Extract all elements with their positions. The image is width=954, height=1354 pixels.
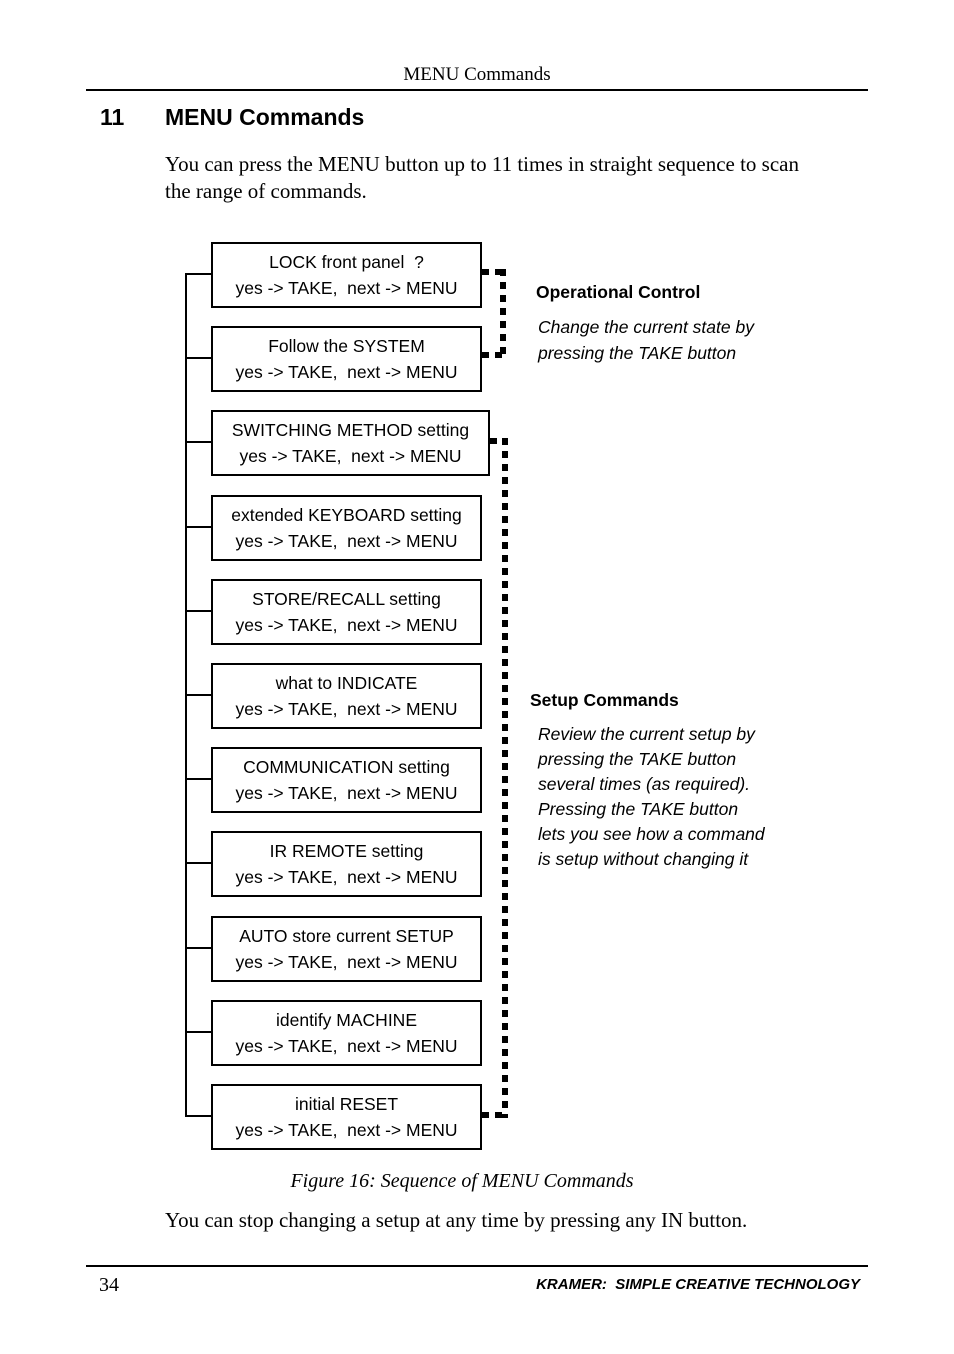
operational-control-note: Change the current state by pressing the…: [538, 317, 754, 363]
menu-box-subtitle: yes -> TAKE, next -> MENU: [235, 1036, 458, 1056]
menu-box-title: extended KEYBOARD setting: [231, 505, 462, 525]
left-connector-stub: [185, 778, 211, 780]
header-rule: [86, 89, 868, 91]
menu-box-subtitle: yes -> TAKE, next -> MENU: [239, 446, 462, 466]
menu-box-extended-keyboard: extended KEYBOARD setting yes -> TAKE, n…: [211, 495, 482, 561]
left-connector-stub: [185, 947, 211, 949]
left-connector-stub: [185, 1115, 211, 1117]
left-connector-stub: [185, 357, 211, 359]
menu-box-title: IR REMOTE setting: [269, 841, 424, 861]
left-connector-stub: [185, 610, 211, 612]
menu-box-title: AUTO store current SETUP: [239, 926, 454, 946]
menu-box-title: initial RESET: [294, 1094, 399, 1114]
running-head: MENU Commands: [403, 64, 551, 85]
left-connector-stub: [185, 694, 211, 696]
menu-box-title: LOCK front panel ?: [269, 252, 424, 272]
setup-commands-heading: Setup Commands: [530, 690, 679, 710]
menu-box-title: COMMUNICATION setting: [243, 757, 450, 777]
menu-box-ir-remote: IR REMOTE setting yes -> TAKE, next -> M…: [211, 831, 482, 897]
menu-box-subtitle: yes -> TAKE, next -> MENU: [235, 531, 458, 551]
menu-box-title: identify MACHINE: [275, 1010, 417, 1030]
menu-box-title: Follow the SYSTEM: [268, 336, 425, 356]
section-number: 11: [100, 104, 125, 130]
menu-box-subtitle: yes -> TAKE, next -> MENU: [235, 952, 458, 972]
menu-box-communication: COMMUNICATION setting yes -> TAKE, next …: [211, 747, 482, 813]
left-connector-stub: [185, 862, 211, 864]
left-connector-stub: [185, 526, 211, 528]
setup-bracket-bottom-stub: [482, 1112, 508, 1118]
setup-bracket-line: [502, 438, 508, 1118]
footer-brand: KRAMER: SIMPLE CREATIVE TECHNOLOGY: [536, 1276, 860, 1293]
menu-box-title: SWITCHING METHOD setting: [231, 420, 470, 440]
operational-bracket-top-stub: [482, 269, 507, 275]
intro-paragraph: You can press the MENU button up to 11 t…: [165, 152, 799, 203]
outro-paragraph: You can stop changing a setup at any tim…: [165, 1208, 748, 1232]
menu-box-identify-machine: identify MACHINE yes -> TAKE, next -> ME…: [211, 1000, 482, 1066]
setup-commands-note: Review the current setup by pressing the…: [538, 724, 765, 869]
menu-box-what-to-indicate: what to INDICATE yes -> TAKE, next -> ME…: [211, 663, 482, 729]
operational-bracket-bottom-stub: [482, 352, 507, 358]
menu-box-subtitle: yes -> TAKE, next -> MENU: [235, 362, 458, 382]
section-title: MENU Commands: [165, 104, 365, 130]
menu-box-auto-store-setup: AUTO store current SETUP yes -> TAKE, ne…: [211, 916, 482, 982]
operational-bracket-line: [500, 269, 506, 358]
menu-box-subtitle: yes -> TAKE, next -> MENU: [235, 1120, 458, 1140]
menu-box-follow-system: Follow the SYSTEM yes -> TAKE, next -> M…: [211, 326, 482, 392]
menu-box-store-recall: STORE/RECALL setting yes -> TAKE, next -…: [211, 579, 482, 645]
operational-control-heading: Operational Control: [536, 282, 701, 302]
figure-caption: Figure 16: Sequence of MENU Commands: [290, 1170, 634, 1192]
menu-box-subtitle: yes -> TAKE, next -> MENU: [235, 783, 458, 803]
menu-box-subtitle: yes -> TAKE, next -> MENU: [235, 867, 458, 887]
menu-box-lock-front-panel: LOCK front panel ? yes -> TAKE, next -> …: [211, 242, 482, 308]
menu-box-title: what to INDICATE: [275, 673, 418, 693]
menu-box-title: STORE/RECALL setting: [252, 589, 441, 609]
left-connector-stub: [185, 1031, 211, 1033]
menu-box-subtitle: yes -> TAKE, next -> MENU: [235, 699, 458, 719]
menu-box-subtitle: yes -> TAKE, next -> MENU: [235, 278, 458, 298]
left-connector-stub: [185, 441, 211, 443]
footer-rule: [86, 1265, 868, 1267]
page-number: 34: [99, 1274, 119, 1296]
menu-box-switching-method: SWITCHING METHOD setting yes -> TAKE, ne…: [211, 410, 490, 476]
menu-box-initial-reset: initial RESET yes -> TAKE, next -> MENU: [211, 1084, 482, 1150]
left-connector-stub: [185, 273, 211, 275]
menu-box-subtitle: yes -> TAKE, next -> MENU: [235, 615, 458, 635]
setup-bracket-top-stub: [490, 438, 508, 444]
